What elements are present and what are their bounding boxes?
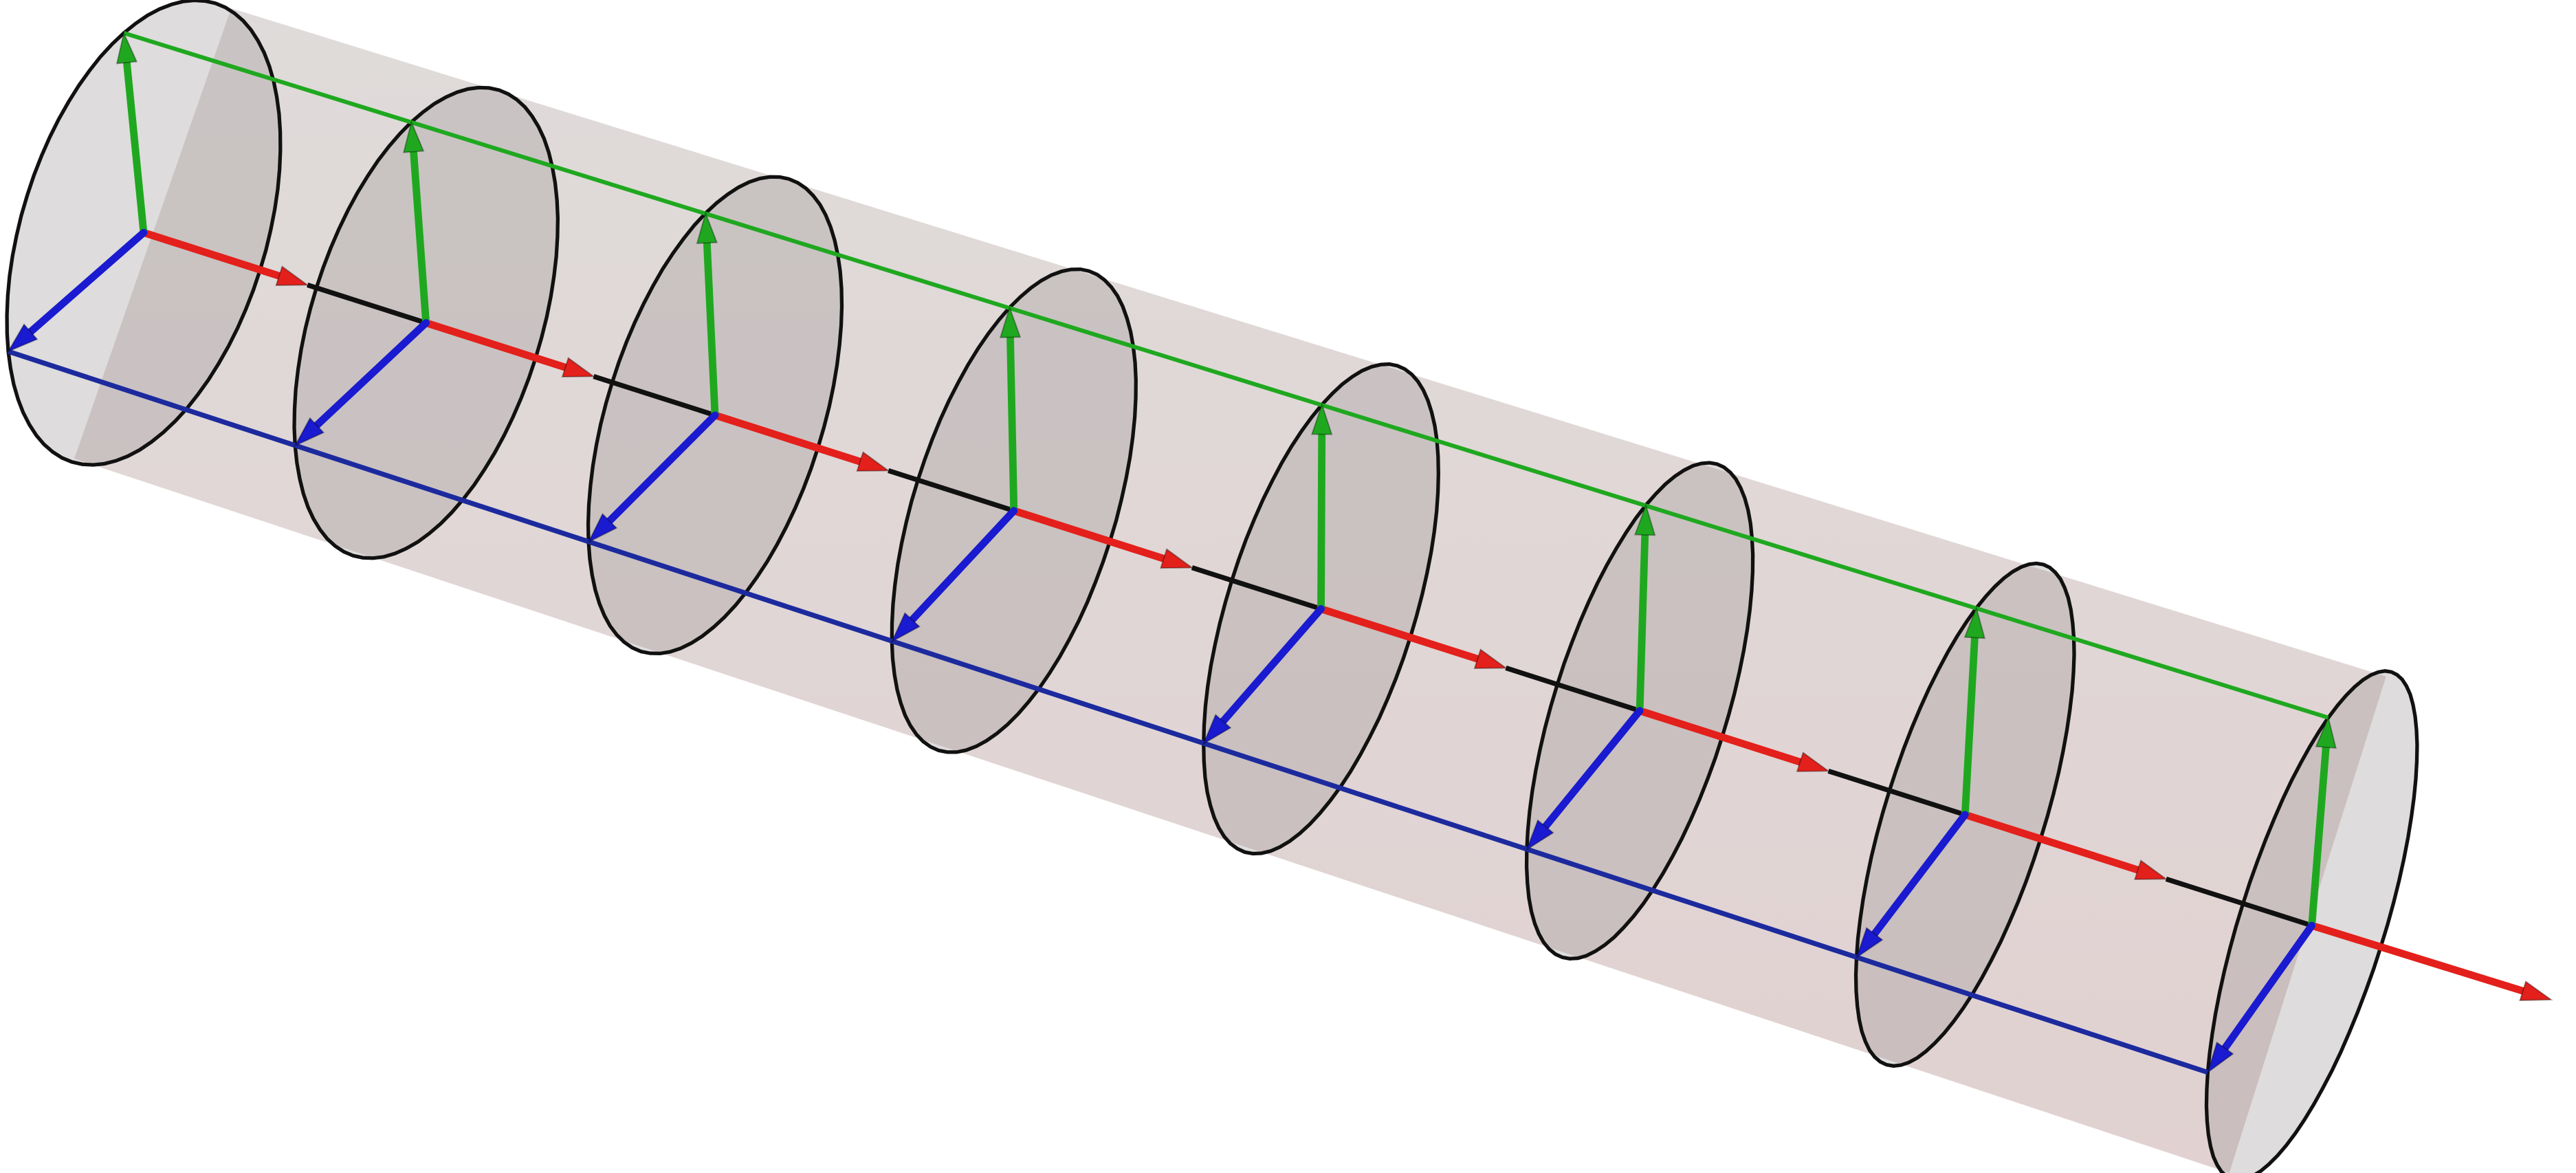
curve-axis-segment (307, 283, 427, 325)
normal-arrow (115, 30, 148, 237)
normal-arrow-shaft (703, 239, 719, 419)
tangent-arrowhead-icon (275, 265, 310, 286)
binormal-arrowhead-icon (1202, 714, 1232, 745)
binormal-arrow (1525, 707, 1644, 851)
normal-arrowhead-icon (696, 211, 718, 244)
tangent-arrowhead-icon (1796, 751, 1831, 772)
binormal-arrow-shaft (2221, 921, 2316, 1052)
normal-arrow-shaft (1636, 531, 1649, 715)
binormal-arrowhead-icon (1525, 819, 1554, 851)
normal-arrow-shaft (1317, 430, 1326, 613)
binormal-arrow (2206, 921, 2316, 1075)
tangent-arrow (140, 228, 310, 286)
tangent-arrow-shaft (711, 411, 864, 465)
binormal-arrow (890, 507, 1018, 644)
normal-arrow (1633, 503, 1656, 715)
curve-axis-segment (1191, 565, 1322, 611)
binormal-arrow-shaft (313, 319, 430, 429)
normal-arrow (2308, 715, 2337, 930)
binormal-arrow-shaft (606, 411, 719, 525)
normal-arrow (696, 211, 719, 419)
curve-axis-segment (1827, 768, 1966, 818)
binormal-arrow (6, 228, 148, 353)
normal-arrowhead-icon (2315, 715, 2337, 749)
tube-lines (7, 31, 2329, 1075)
binormal-arrow-shaft (1219, 605, 1325, 725)
tangent-arrow-shaft (422, 319, 569, 371)
tangent-arrow (1317, 605, 1508, 670)
normal-arrow-shaft (1961, 634, 1979, 819)
tangent-arrow (2308, 921, 2553, 1001)
binormal-arrow-shaft (1541, 707, 1644, 831)
binormal-trace-line (7, 349, 2209, 1075)
normal-arrow (1961, 606, 1986, 819)
binormal-arrowhead-icon (2206, 1041, 2234, 1075)
binormal-arrowhead-icon (294, 417, 325, 448)
tangent-arrow-shaft (1010, 507, 1168, 562)
tangent-arrowhead-icon (561, 357, 596, 378)
tangent-arrowhead-icon (2519, 980, 2553, 1001)
tangent-arrow-shaft (1961, 811, 2142, 874)
normal-arrowhead-icon (115, 30, 138, 65)
normal-arrowhead-icon (1963, 606, 1986, 639)
normal-arrow-shaft (410, 148, 430, 327)
normal-arrowhead-icon (999, 305, 1022, 338)
tangent-arrowhead-icon (856, 451, 891, 472)
normal-arrowhead-icon (1633, 503, 1656, 536)
tangent-arrowhead-icon (2133, 859, 2168, 880)
binormal-arrow-shaft (27, 228, 148, 336)
tangent-arrow-shaft (1317, 605, 1482, 663)
tangent-arrow (711, 411, 891, 472)
normal-arrow-shaft (1006, 333, 1018, 515)
binormal-arrow (294, 319, 430, 448)
curve-axis-segment (1505, 666, 1641, 714)
normal-arrowhead-icon (1310, 402, 1333, 435)
tangent-arrowhead-icon (1473, 648, 1508, 670)
curve-axis-segment (593, 374, 716, 418)
binormal-arrowhead-icon (1855, 926, 1884, 960)
tangent-arrow-shaft (2308, 921, 2527, 995)
tangent-arrow-shaft (140, 228, 283, 280)
normal-arrow (1310, 402, 1333, 613)
binormal-arrow (586, 411, 719, 544)
frame-arrows (6, 30, 2553, 1075)
curve-axis-segment (2165, 876, 2313, 928)
binormal-arrow (1855, 811, 1969, 960)
tangent-arrow (422, 319, 596, 378)
curve-axis-segment (888, 468, 1015, 514)
tangent-arrowhead-icon (1160, 548, 1194, 569)
binormal-arrow-shaft (908, 507, 1018, 624)
normal-trace-line (123, 31, 2329, 720)
binormal-arrow-shaft (1871, 811, 1969, 938)
tangent-arrow (1010, 507, 1194, 569)
normal-arrowhead-icon (402, 120, 425, 153)
binormal-arrowhead-icon (6, 323, 38, 353)
tangent-arrow (1961, 811, 2168, 880)
tangent-arrow-shaft (1636, 707, 1804, 766)
binormal-arrowhead-icon (586, 512, 618, 544)
normal-arrow-shaft (2308, 743, 2330, 930)
binormal-arrowhead-icon (890, 612, 921, 644)
normal-arrow (402, 120, 430, 327)
normal-arrow-shaft (123, 58, 148, 237)
normal-arrow (999, 305, 1022, 515)
binormal-arrow (1202, 605, 1325, 745)
tangent-arrow (1636, 707, 1831, 772)
